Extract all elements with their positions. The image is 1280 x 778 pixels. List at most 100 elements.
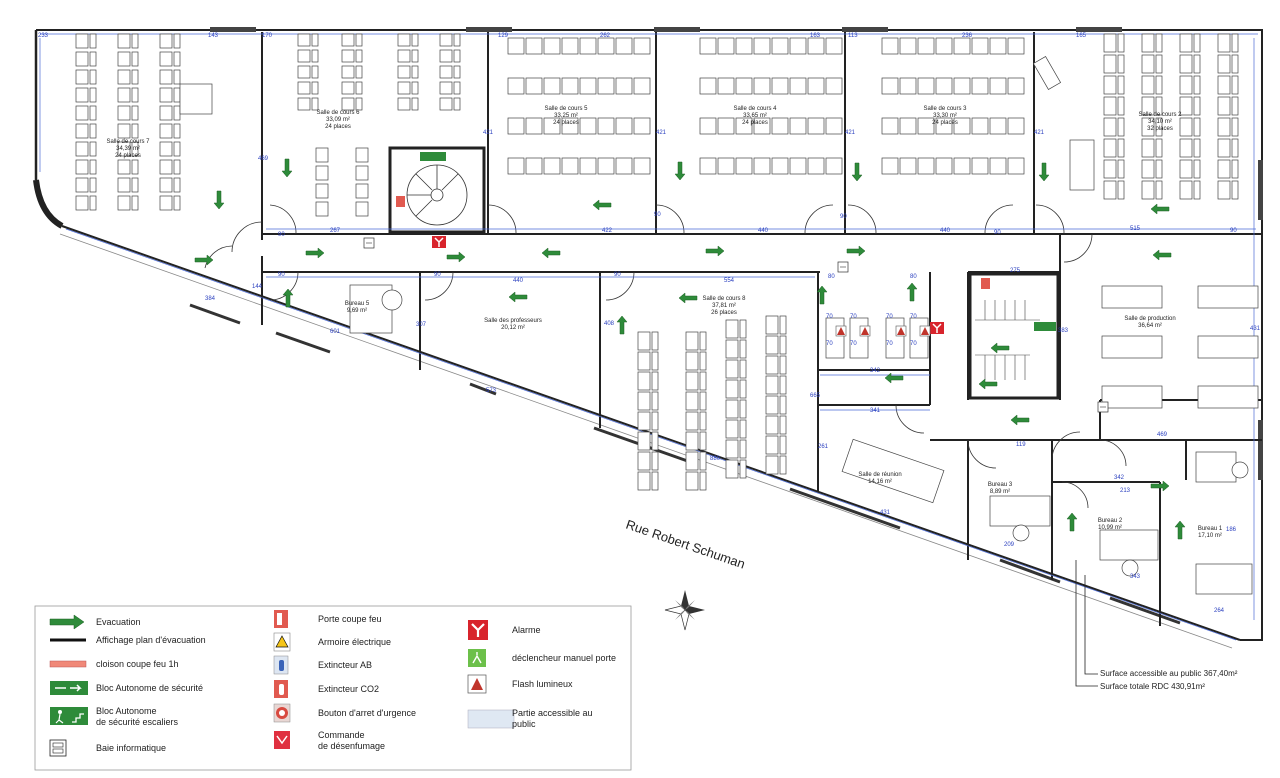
dimension-value: 408 bbox=[604, 321, 615, 327]
evacuation-arrow-icon bbox=[1174, 520, 1186, 540]
desk bbox=[739, 359, 747, 379]
desk bbox=[1141, 96, 1155, 116]
door-swings bbox=[204, 204, 1127, 509]
desk bbox=[779, 395, 787, 415]
dimension-value: 233 bbox=[38, 33, 49, 39]
alarm-icon bbox=[930, 322, 944, 334]
desk bbox=[1099, 529, 1159, 561]
desk bbox=[1069, 139, 1095, 191]
desk bbox=[453, 33, 461, 47]
dimension-value: 165 bbox=[1076, 33, 1087, 39]
door-release-icon bbox=[468, 649, 486, 667]
desk bbox=[561, 37, 579, 55]
evacuation-arrow-icon bbox=[49, 614, 85, 630]
desk bbox=[881, 117, 899, 135]
desk bbox=[779, 435, 787, 455]
desk bbox=[789, 77, 807, 95]
dimension-value: 90 bbox=[278, 232, 285, 238]
dimension-value: 421 bbox=[483, 130, 494, 136]
desk bbox=[717, 77, 735, 95]
dimension-value: 90 bbox=[994, 230, 1001, 236]
desk bbox=[717, 117, 735, 135]
desk bbox=[717, 37, 735, 55]
room-area: 10,99 m² bbox=[1098, 525, 1122, 531]
desk bbox=[1141, 180, 1155, 200]
desk bbox=[935, 157, 953, 175]
room-label-bureau3: Bureau 38,89 m² bbox=[988, 482, 1013, 495]
desk bbox=[1179, 33, 1193, 53]
desk bbox=[989, 117, 1007, 135]
evacuation-arrow-icon bbox=[906, 282, 918, 302]
desk bbox=[315, 147, 329, 163]
desk bbox=[753, 77, 771, 95]
desk bbox=[771, 37, 789, 55]
desk bbox=[597, 37, 615, 55]
desk bbox=[1117, 117, 1125, 137]
desk bbox=[1193, 33, 1201, 53]
room-name: Salle de cours 3 bbox=[923, 106, 967, 112]
desk bbox=[633, 77, 651, 95]
desk bbox=[1007, 117, 1025, 135]
electrical-cabinet-icon bbox=[273, 632, 291, 652]
dimension-value: 143 bbox=[208, 33, 219, 39]
dimension-value: 70 bbox=[850, 314, 857, 320]
desk bbox=[311, 81, 319, 95]
desk bbox=[1179, 96, 1193, 116]
desk bbox=[1007, 77, 1025, 95]
room-partitions bbox=[419, 32, 1262, 626]
desk bbox=[971, 77, 989, 95]
desk bbox=[159, 87, 173, 103]
dimension-value: 573 bbox=[486, 388, 497, 394]
desk bbox=[1117, 138, 1125, 158]
room-area: 33,25 m² bbox=[554, 113, 578, 119]
desk bbox=[1217, 138, 1231, 158]
desk bbox=[131, 159, 139, 175]
desk bbox=[789, 157, 807, 175]
desk bbox=[597, 77, 615, 95]
desk bbox=[725, 459, 739, 479]
desk bbox=[953, 77, 971, 95]
legend-label: Bouton d'arret d'urgence bbox=[318, 708, 416, 718]
desk bbox=[1193, 117, 1201, 137]
desk bbox=[1117, 180, 1125, 200]
room-capacity: 24 places bbox=[553, 120, 579, 126]
desk bbox=[637, 451, 651, 471]
desk bbox=[935, 77, 953, 95]
desk bbox=[971, 157, 989, 175]
wc-cubicle bbox=[849, 317, 869, 359]
desk bbox=[651, 391, 659, 411]
dimension-value: 342 bbox=[1114, 475, 1125, 481]
flash-light-icon bbox=[859, 325, 871, 337]
desk bbox=[543, 37, 561, 55]
desk bbox=[739, 419, 747, 439]
desk bbox=[159, 123, 173, 139]
desk bbox=[439, 49, 453, 63]
room-name: Salle de cours 5 bbox=[544, 106, 588, 112]
desk bbox=[739, 439, 747, 459]
desk bbox=[439, 65, 453, 79]
desk bbox=[1231, 117, 1239, 137]
dimension-value: 261 bbox=[818, 444, 829, 450]
dimension-value: 422 bbox=[602, 228, 613, 234]
evacuation-arrow-icon bbox=[1152, 249, 1172, 261]
desk bbox=[765, 395, 779, 415]
wc-cubicle bbox=[885, 317, 905, 359]
desk bbox=[159, 105, 173, 121]
emergency-stop-icon bbox=[273, 703, 291, 723]
desk bbox=[453, 97, 461, 111]
desk bbox=[89, 195, 97, 211]
desk bbox=[131, 141, 139, 157]
desk bbox=[1179, 159, 1193, 179]
dimension-value: 264 bbox=[1214, 608, 1225, 614]
desk bbox=[685, 431, 699, 451]
desk bbox=[507, 157, 525, 175]
evacuation-arrow-icon bbox=[592, 199, 612, 211]
desk bbox=[779, 335, 787, 355]
desk bbox=[131, 123, 139, 139]
desk bbox=[615, 157, 633, 175]
desk bbox=[1155, 54, 1163, 74]
desk bbox=[1103, 75, 1117, 95]
public-area-swatch-icon bbox=[467, 709, 515, 729]
desk bbox=[685, 451, 699, 471]
